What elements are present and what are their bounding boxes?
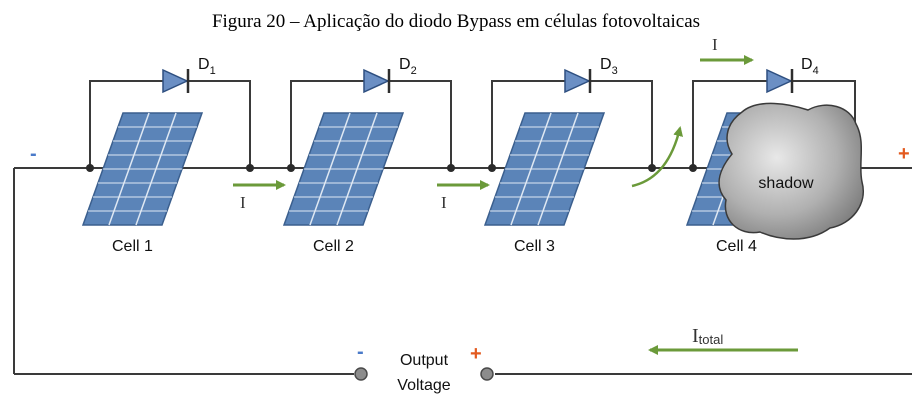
diode-4-icon: [766, 68, 793, 94]
cell-3-label: Cell 3: [514, 238, 555, 255]
total-current-label: Itotal: [692, 325, 723, 347]
output-plus-sign: +: [470, 343, 482, 365]
shadow-label: shadow: [758, 175, 814, 192]
shadow-cloud: shadow: [718, 102, 864, 240]
cell-3: D3 Cell 3: [483, 56, 618, 255]
bypass-diode-2: [363, 68, 391, 94]
output-label-line1: Output: [400, 352, 449, 369]
junction-dot: [488, 164, 496, 172]
figure-caption: Figura 20 – Aplicação do diodo Bypass em…: [212, 11, 700, 32]
output-label-line2: Voltage: [397, 377, 450, 394]
current-label-2: I: [441, 193, 447, 212]
cell-2: D2 Cell 2: [282, 56, 417, 255]
junction-dot: [246, 164, 254, 172]
bypass-diode-3: [564, 68, 592, 94]
solar-panel-3-icon: [483, 112, 606, 226]
diode-1-icon: [162, 68, 189, 94]
cell-1: D1 Cell 1: [81, 56, 216, 255]
junction-dot: [86, 164, 94, 172]
junction-dot: [648, 164, 656, 172]
output-minus-sign: -: [357, 341, 364, 363]
diode-1-label: D1: [198, 56, 216, 77]
diode-3-icon: [564, 68, 591, 94]
bypass-diode-4: [766, 68, 794, 94]
diode-2-label: D2: [399, 56, 417, 77]
diode-4-label: D4: [801, 56, 819, 77]
cell-4-label: Cell 4: [716, 238, 757, 255]
junction-dot: [287, 164, 295, 172]
output-terminals: - + Output Voltage: [354, 341, 494, 394]
bypass-diode-1: [162, 68, 190, 94]
current-label-1: I: [240, 193, 246, 212]
junction-dot: [447, 164, 455, 172]
junction-dots: [86, 164, 859, 172]
cell-1-label: Cell 1: [112, 238, 153, 255]
bypass-current-arrow-icon: [631, 126, 683, 188]
output-terminal-minus-icon: [354, 367, 368, 381]
shadow-blob-icon: [718, 102, 864, 240]
current-label-bypass: I: [712, 35, 718, 54]
current-arrows: I I I Itotal: [233, 35, 798, 355]
string-minus-sign: -: [30, 143, 37, 165]
output-terminal-plus-icon: [480, 367, 494, 381]
solar-panel-2-icon: [282, 112, 405, 226]
junction-dot: [689, 164, 697, 172]
diode-2-icon: [363, 68, 390, 94]
diode-3-label: D3: [600, 56, 618, 77]
cell-2-label: Cell 2: [313, 238, 354, 255]
string-plus-sign: +: [898, 143, 910, 165]
solar-panel-1-icon: [81, 112, 204, 226]
